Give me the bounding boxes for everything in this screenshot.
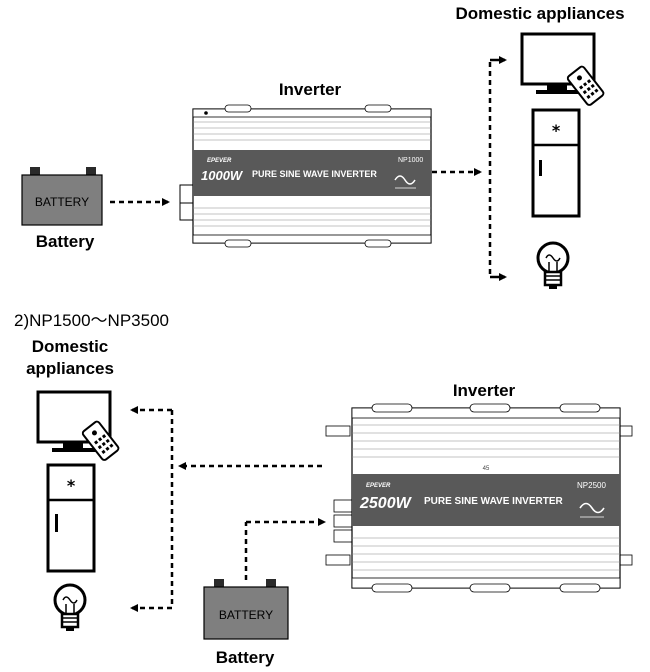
ruler-mark: 45 [483, 466, 490, 472]
battery-icon: BATTERY [21, 167, 103, 226]
sine-wave-icon [394, 175, 416, 185]
inverter-title: PURE SINE WAVE INVERTER [424, 496, 564, 507]
inverter-brand: EPEVER [207, 158, 232, 164]
inverter-power: 2500W [359, 495, 413, 512]
battery-label: Battery [215, 648, 275, 667]
appliances-label: Domestic appliances [455, 4, 625, 23]
tv-remote-icon [520, 32, 605, 106]
appliances-label-line1: Domestic [31, 337, 109, 356]
inverter-label: Inverter [278, 80, 342, 99]
battery-text: BATTERY [219, 608, 273, 622]
battery-text: BATTERY [35, 195, 89, 209]
refrigerator-icon: * [531, 108, 581, 218]
inverter-model: NP2500 [577, 481, 606, 490]
inverter-power: 1000W [201, 168, 244, 183]
inverter-model: NP1000 [398, 157, 423, 164]
appliances-label-line2: appliances [26, 359, 114, 378]
inverter-icon: EPEVER 1000W PURE SINE WAVE INVERTER NP1… [179, 104, 432, 248]
inverter-title: PURE SINE WAVE INVERTER [252, 169, 377, 179]
tv-remote-icon [36, 390, 120, 461]
svg-text:*: * [67, 476, 76, 495]
light-bulb-icon [536, 241, 570, 289]
svg-text:*: * [552, 121, 561, 140]
inverter-icon: 45 EPEVER 2500W PURE SINE WAVE INVERTER … [325, 403, 633, 593]
appliances-label: Domestic appliances [10, 336, 130, 380]
inverter-label: Inverter [452, 381, 516, 400]
inverter-brand: EPEVER [366, 483, 391, 489]
refrigerator-icon: * [46, 463, 96, 573]
battery-icon: BATTERY [203, 579, 289, 640]
light-bulb-icon [53, 583, 87, 631]
battery-label: Battery [35, 232, 95, 251]
section-title: 2)NP1500～NP3500 [14, 311, 169, 330]
sine-wave-icon [579, 502, 605, 514]
